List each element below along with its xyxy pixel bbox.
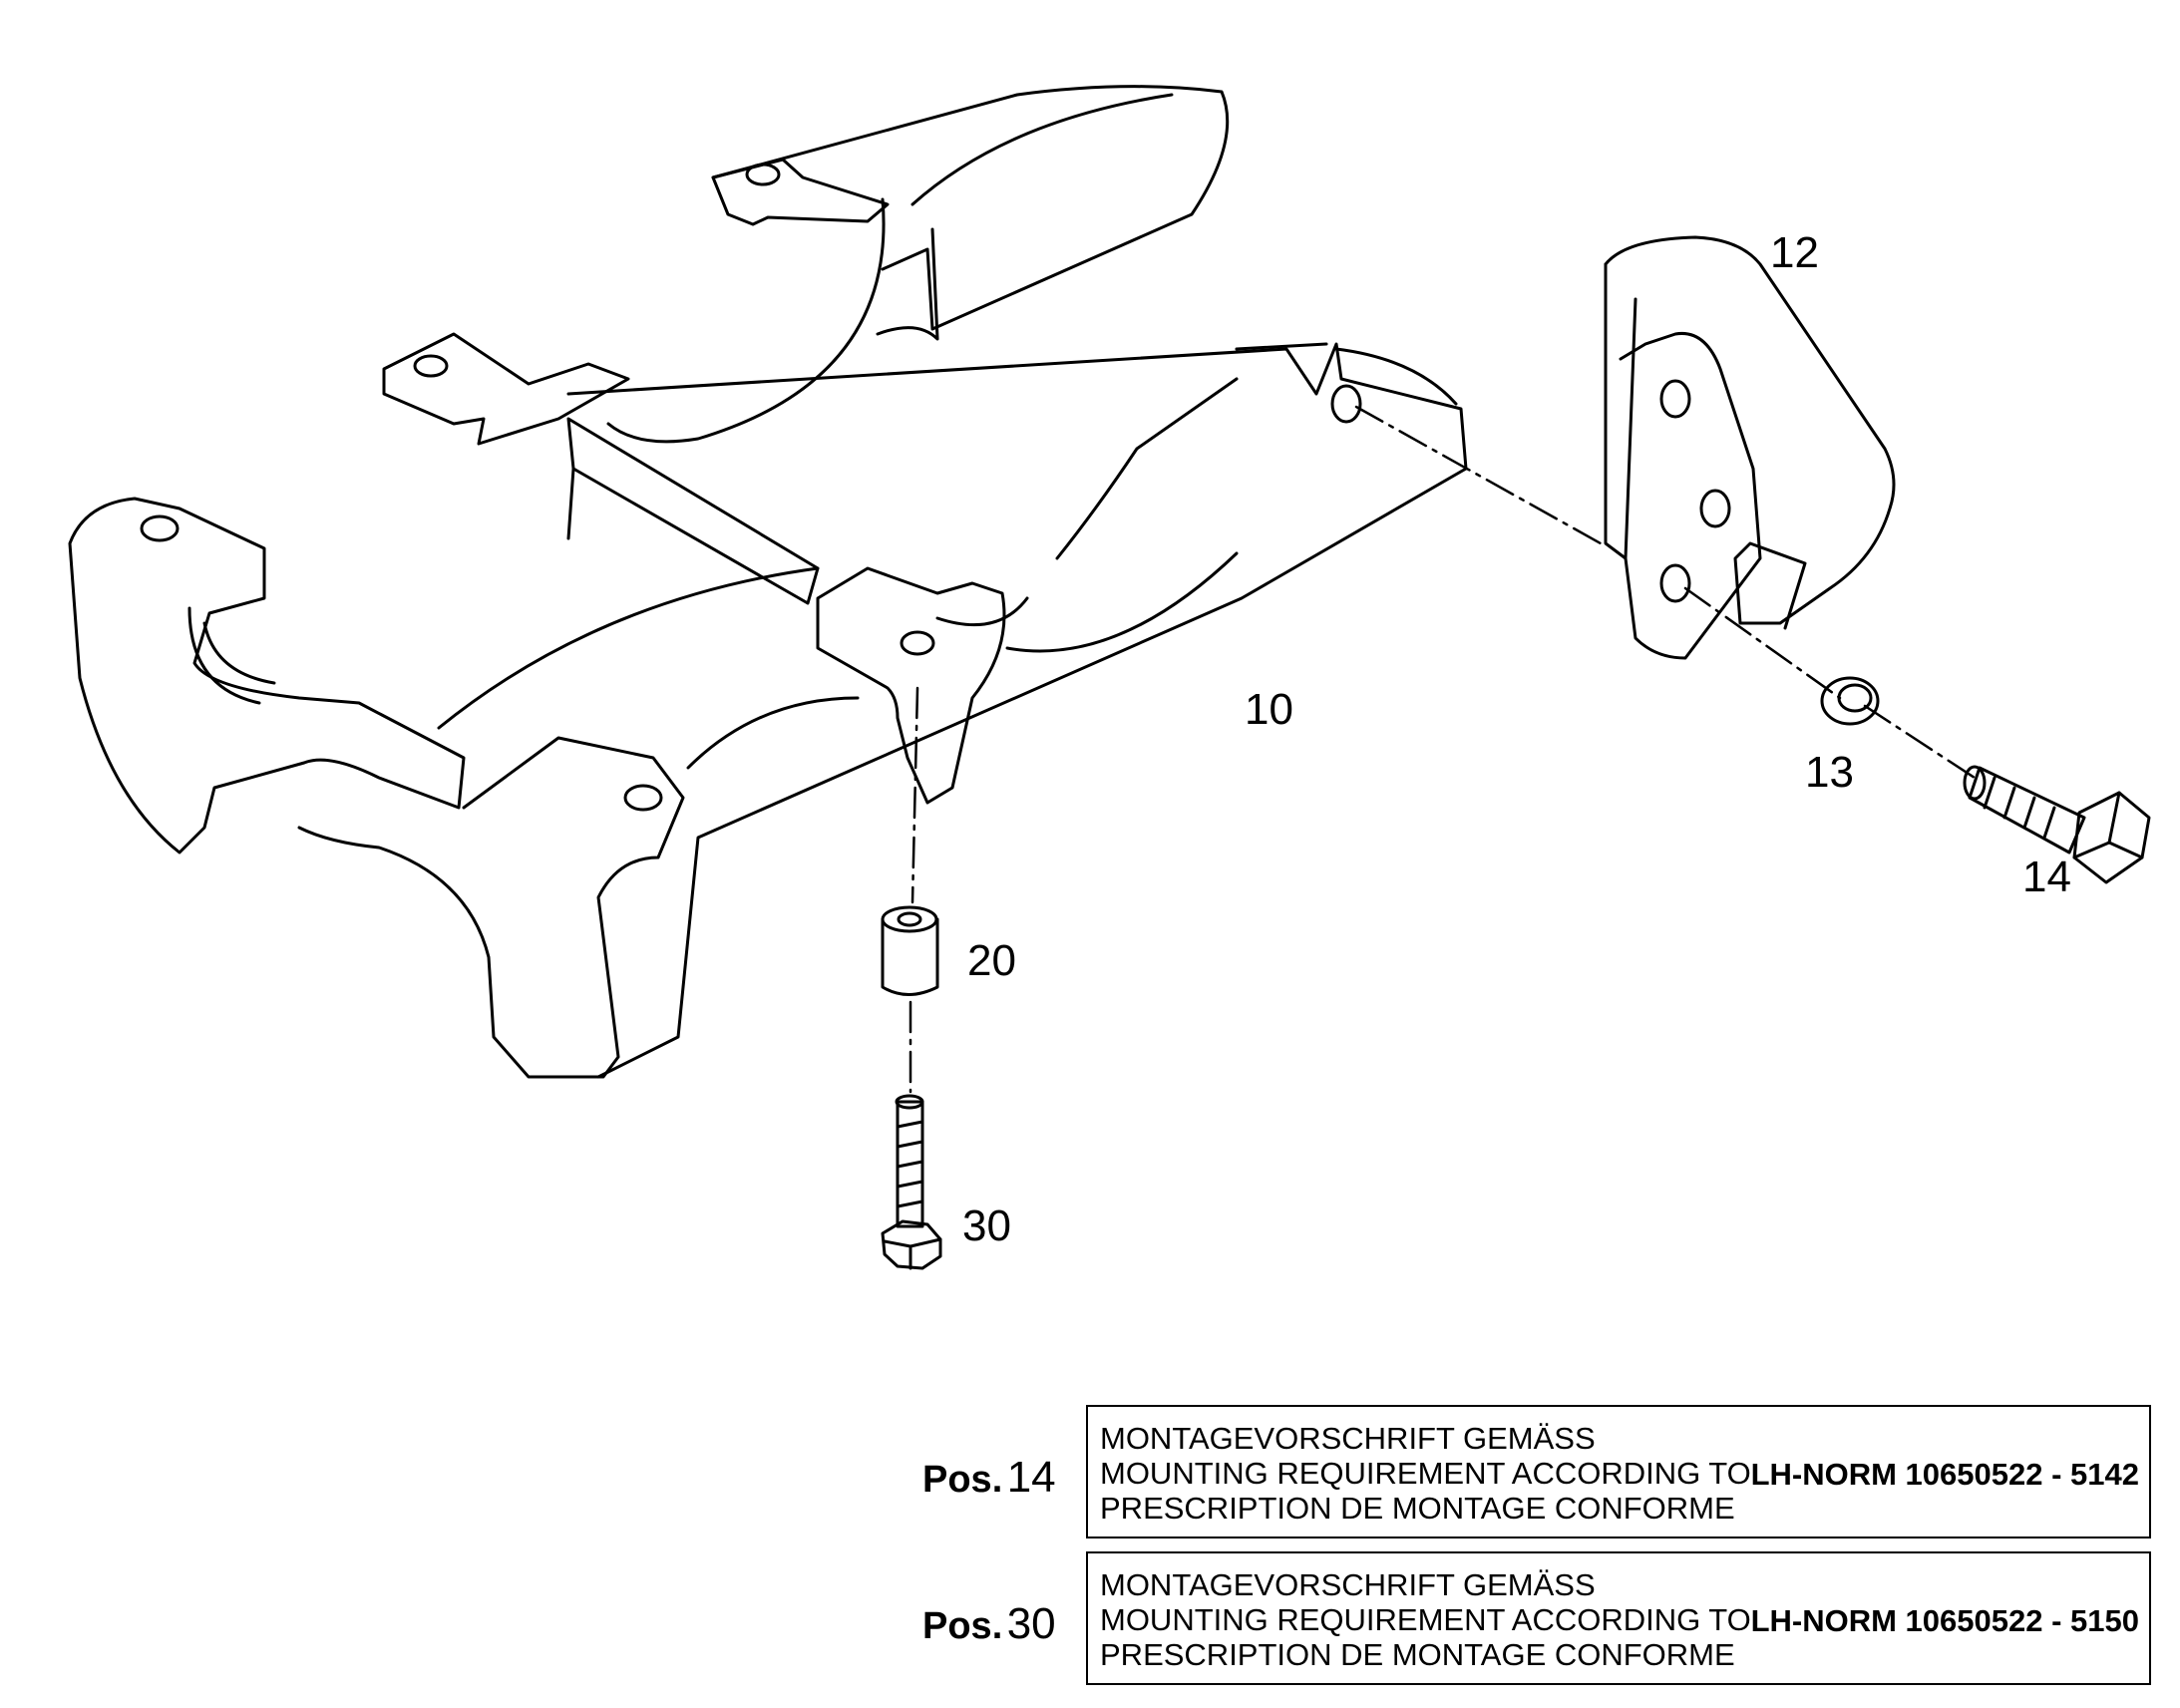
callout-10: 10 [1245, 685, 1293, 734]
callout-30: 30 [962, 1201, 1011, 1250]
side-plate-part-12 [1604, 235, 1896, 660]
callout-12: 12 [1770, 228, 1819, 277]
hex-bolt-part-14 [1963, 765, 2151, 884]
bushing-part-20 [881, 905, 939, 996]
callout-20: 20 [967, 936, 1016, 985]
assembly-axis-lines [908, 405, 1977, 1094]
callout-14: 14 [2022, 853, 2071, 901]
vertical-bolt-part-30 [881, 1094, 942, 1270]
callout-13: 13 [1805, 748, 1854, 797]
washer-part-13 [1820, 676, 1880, 726]
bracket-frame-part-10 [68, 85, 1468, 1079]
